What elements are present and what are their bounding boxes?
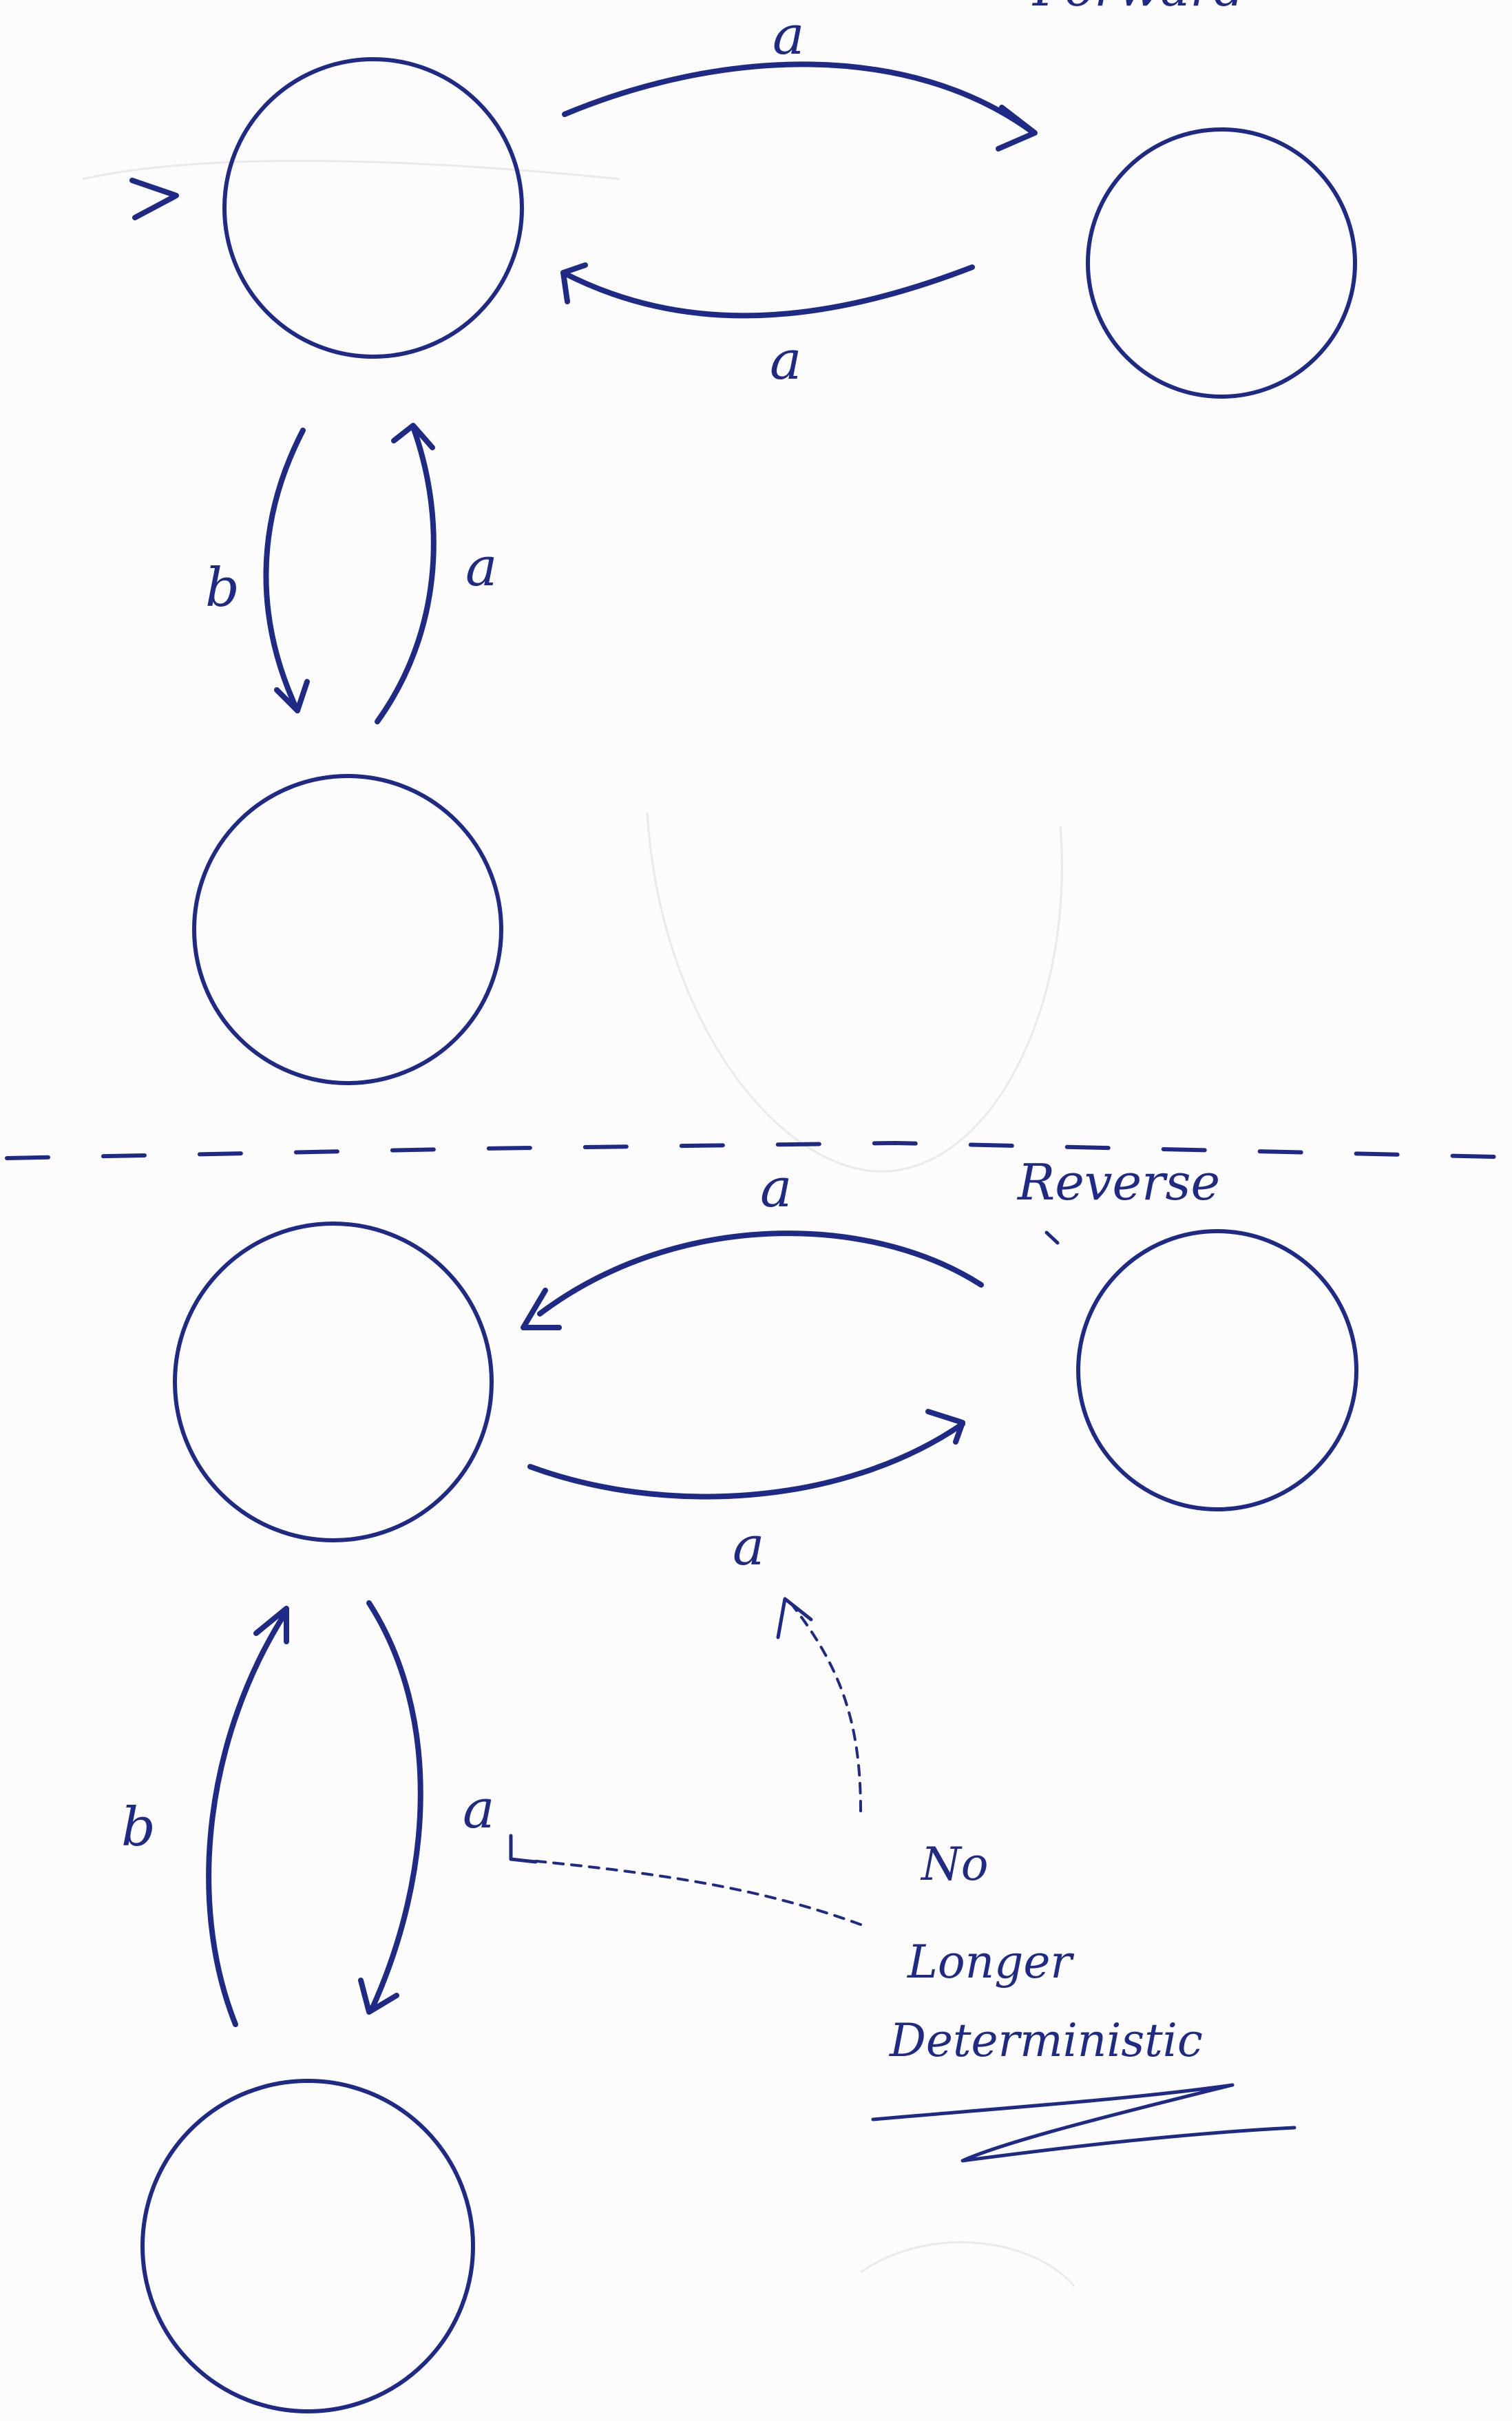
note-underline	[871, 2083, 1296, 2163]
reverse-automaton: Reverse a a b a No Longer Deterministic	[121, 1153, 1358, 2413]
state-bottom-start	[173, 1222, 494, 1542]
edge-top-lower	[560, 264, 975, 319]
state-top-bottom	[192, 774, 503, 1085]
paper-bleed-through	[82, 160, 1075, 2287]
separator-line	[5, 1141, 1496, 1160]
label-bottom-left: b	[121, 1796, 156, 1858]
state-top-start	[222, 57, 524, 359]
state-top-right	[1086, 127, 1357, 399]
state-bottom-bottom	[140, 2079, 475, 2413]
note-pointer-upper	[790, 1603, 862, 1812]
label-bottom-upper: a	[760, 1157, 792, 1219]
start-arrow	[129, 178, 179, 220]
edge-bottom-lower	[527, 1421, 965, 1500]
edge-bottom-left	[206, 1608, 289, 2027]
edge-top-upper	[562, 61, 1036, 135]
edge-top-right	[375, 424, 437, 724]
state-bottom-right	[1076, 1229, 1358, 1511]
edge-bottom-right	[366, 1600, 423, 2012]
label-top-left: b	[205, 557, 240, 619]
note-pointer-lower	[529, 1859, 862, 1926]
note-line-2: Longer	[907, 1936, 1074, 1989]
forward-automaton: Forward a a b a	[129, 0, 1357, 1085]
note-line-3: Deterministic	[889, 2014, 1203, 2067]
edge-bottom-upper	[537, 1230, 984, 1317]
label-top-lower: a	[770, 330, 802, 392]
reverse-title: Reverse	[1016, 1153, 1220, 1211]
note-line-1: No	[920, 1838, 989, 1891]
edge-top-left	[263, 428, 306, 713]
label-top-right: a	[465, 536, 498, 598]
label-bottom-lower: a	[733, 1516, 765, 1578]
label-bottom-right: a	[463, 1779, 495, 1841]
forward-title: Forward	[1031, 0, 1246, 17]
label-top-upper: a	[773, 5, 805, 67]
